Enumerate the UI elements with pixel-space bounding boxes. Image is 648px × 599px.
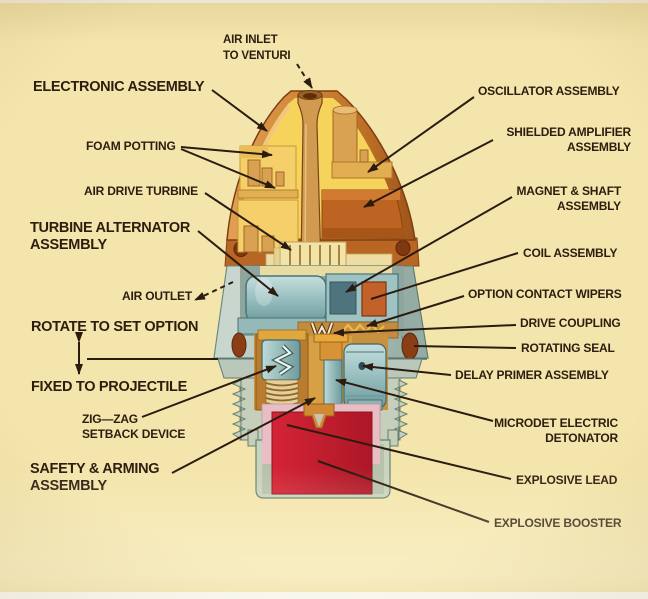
label-air-outlet: AIR OUTLET: [122, 289, 192, 303]
label-zig-zag-setback-device: ZIG—ZAG SETBACK DEVICE: [82, 412, 186, 441]
leader-explosive-lead: [286, 424, 512, 480]
leader-shielded-amplifier: [363, 139, 494, 208]
leader-zig-zag: [141, 365, 277, 418]
leader-turbine-alternator: [197, 230, 279, 297]
photo-edge-top: [0, 0, 648, 3]
label-air-inlet-line2: TO VENTURI: [223, 49, 291, 62]
leader-air-drive-turbine: [204, 192, 292, 251]
amplifier-top-band: [322, 190, 400, 200]
leader-air-outlet: [194, 281, 234, 301]
lead-side-right: [370, 440, 380, 464]
shelf-bar: [237, 189, 299, 199]
mounting-hole-right: [395, 240, 411, 256]
delay-primer-part: [343, 343, 387, 409]
amplifier-shadow-band: [322, 228, 404, 238]
label-safety-arming-assembly: SAFETY & ARMING ASSEMBLY: [30, 461, 160, 494]
label-drive-coupling: DRIVE COUPLING: [520, 316, 621, 330]
zigzag-channel: [273, 345, 293, 375]
oscillator-parts-row: [331, 161, 393, 179]
leader-foam-potting-2: [180, 148, 276, 189]
oscillator-nub: [359, 149, 369, 163]
firing-pin: [314, 414, 324, 427]
label-oscillator-assembly: OSCILLATOR ASSEMBLY: [478, 84, 620, 98]
label-electronic-assembly: ELECTRONIC ASSEMBLY: [33, 79, 205, 95]
threads-right: [393, 379, 409, 440]
component-cylinder: [261, 235, 275, 253]
turbine-step: [273, 247, 281, 269]
label-air-drive-turbine: AIR DRIVE TURBINE: [84, 184, 198, 198]
leader-drive-coupling: [333, 324, 517, 337]
setback-flange: [257, 329, 307, 341]
label-turbine-alternator-assembly: TURBINE ALTERNATOR ASSEMBLY: [30, 220, 190, 253]
threads-left: [231, 379, 247, 440]
label-magnet-shaft-assembly: MAGNET & SHAFT ASSEMBLY: [516, 184, 621, 213]
venturi-highlight: [304, 123, 307, 263]
leader-lines: [75, 63, 519, 523]
microdet-flange: [313, 333, 349, 343]
leader-electronic-assembly: [211, 89, 268, 132]
microdet-detonator-cylinder: [323, 359, 343, 405]
leader-coil-assembly: [370, 252, 519, 300]
label-delay-primer-assembly: DELAY PRIMER ASSEMBLY: [455, 368, 609, 382]
lead-side-left: [262, 440, 272, 464]
label-microdet-electric-detonator: MICRODET ELECTRIC DETONATOR: [494, 416, 618, 445]
oscillator-cylinder-top: [332, 105, 358, 115]
cream-plate: [260, 266, 392, 276]
label-option-contact-wipers: OPTION CONTACT WIPERS: [468, 287, 622, 301]
photo-edge-bottom: [0, 592, 648, 599]
leader-explosive-booster: [317, 460, 490, 523]
label-air-inlet: AIR INLET TO VENTURI: [223, 33, 291, 64]
label-coil-assembly: COIL ASSEMBLY: [523, 246, 618, 260]
magnet-shaft-part: [329, 281, 357, 315]
leader-option-contact-wipers: [366, 295, 465, 327]
leader-magnet-shaft: [345, 196, 513, 293]
label-rotate-to-set-option: ROTATE TO SET OPTION: [31, 319, 199, 335]
label-fixed-to-projectile: FIXED TO PROJECTILE: [31, 379, 187, 395]
leader-rotating-seal: [413, 345, 517, 349]
label-rotating-seal: ROTATING SEAL: [521, 341, 615, 355]
cup-tab-right: [387, 429, 399, 447]
oscillator-cylinder: [332, 109, 358, 171]
leader-microdet: [335, 378, 494, 422]
microdet-part: [319, 341, 343, 361]
venturi-inlet-bore: [303, 93, 317, 99]
turbine-slots: [289, 245, 340, 265]
leader-oscillator-assembly: [367, 96, 475, 173]
component-cylinder: [275, 171, 285, 187]
label-explosive-booster: EXPLOSIVE BOOSTER: [494, 516, 622, 530]
label-shielded-amplifier-assembly: SHIELDED AMPLIFIER ASSEMBLY: [506, 125, 631, 154]
leader-delay-primer: [362, 363, 452, 376]
drive-coupling-part: [311, 322, 333, 340]
label-air-inlet-line1: AIR INLET: [223, 34, 278, 46]
leader-air-inlet: [296, 63, 313, 89]
component-cylinder: [243, 225, 259, 253]
alternator-highlight: [255, 278, 273, 306]
leader-safety-arming: [171, 397, 316, 474]
label-foam-potting: FOAM POTTING: [86, 139, 176, 153]
leader-foam-potting-1: [180, 146, 273, 159]
nose-section: [224, 90, 420, 273]
label-explosive-lead: EXPLOSIVE LEAD: [516, 473, 618, 487]
body-hole-left: [231, 332, 247, 358]
body-section: [213, 265, 429, 499]
